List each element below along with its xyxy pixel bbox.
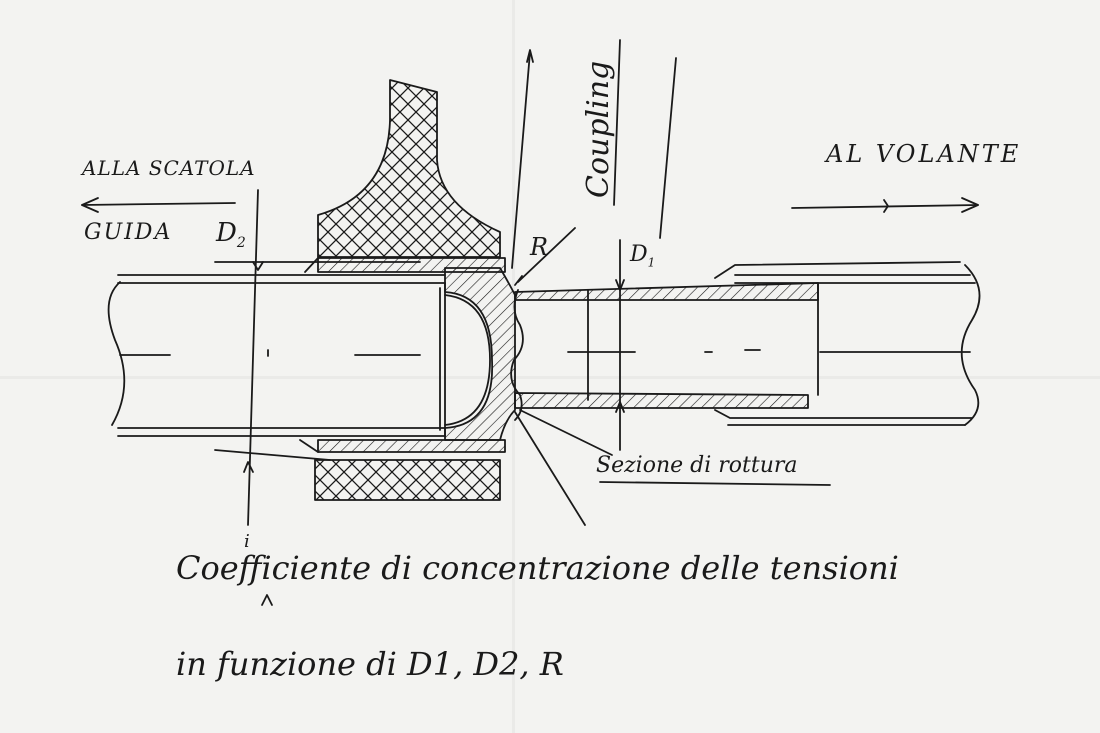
note-line-1: Coefficiente di concentrazione delle ten… <box>176 549 899 587</box>
label-coupling: Coupling <box>581 60 616 198</box>
wheel-post <box>317 79 501 258</box>
note-insert-letter: i <box>244 531 250 552</box>
lower-sleeve <box>317 439 506 453</box>
right-shaft-lower-wall <box>514 392 809 409</box>
left-shaft-outline <box>107 281 126 426</box>
label-guide: GUIDA <box>84 220 173 245</box>
label-radius: R <box>530 233 549 261</box>
right-shaft-end <box>960 264 981 426</box>
label-to-steering-box: ALLA SCATOLA <box>82 156 256 180</box>
note-line-2: in funzione di D1, D2, R <box>176 645 564 683</box>
label-to-steering-wheel: AL VOLANTE <box>826 140 1022 168</box>
label-failure-section: Sezione di rottura <box>596 453 798 478</box>
label-d1: D1 <box>630 242 656 270</box>
hub-section <box>444 267 516 441</box>
label-d2: D2 <box>216 218 246 252</box>
wheel-bottom <box>314 459 501 501</box>
right-shaft-upper-wall <box>514 282 819 301</box>
